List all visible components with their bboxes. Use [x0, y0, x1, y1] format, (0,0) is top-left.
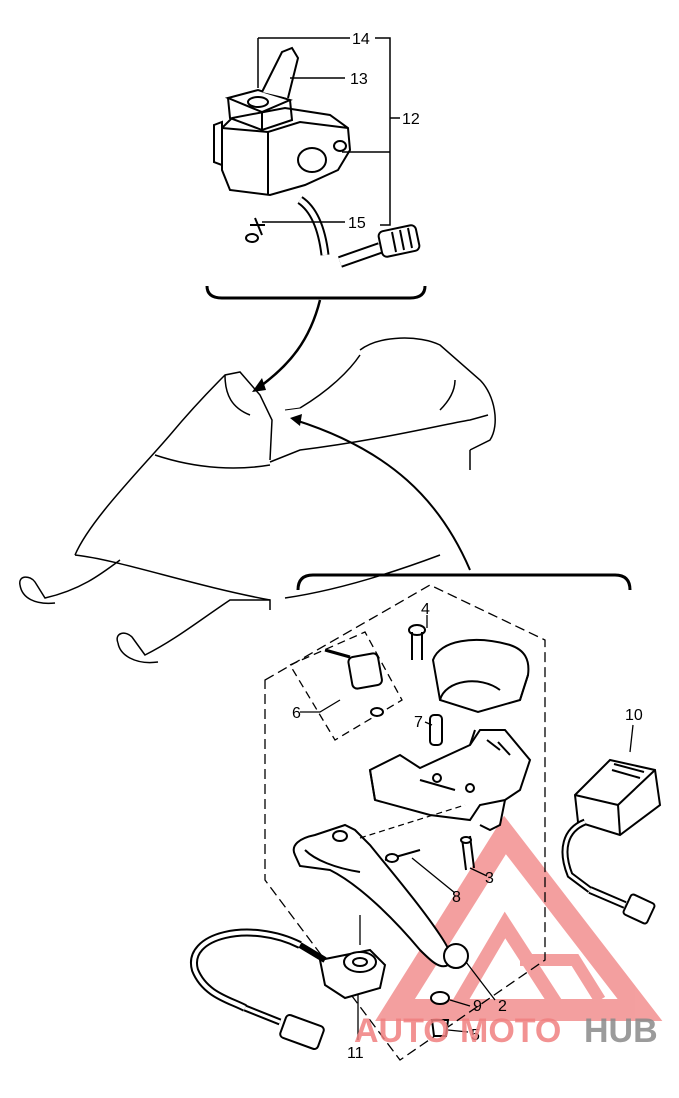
callout-14: 14 — [352, 31, 370, 48]
watermark-hub: HUB — [584, 1012, 658, 1050]
arrow-top-head — [252, 378, 266, 392]
leader-lines-lower — [300, 615, 634, 1040]
callout-9: 9 — [473, 998, 482, 1015]
callout-labels: 14 13 12 15 4 6 7 10 3 8 9 2 5 11 — [292, 31, 643, 1062]
snowmobile-outline — [19, 337, 496, 664]
callout-15: 15 — [348, 215, 366, 232]
watermark-moto: MOTO — [460, 1012, 561, 1050]
dashed-pointer-head — [290, 414, 302, 426]
callout-11: 11 — [347, 1045, 364, 1062]
switch-housing-assembly — [213, 46, 421, 268]
lever-assembly — [190, 584, 662, 1061]
lower-bracket — [296, 573, 632, 591]
callout-5: 5 — [471, 1027, 480, 1044]
watermark-text: AUTO MOTO HUB — [354, 1012, 658, 1050]
dashed-pointer — [294, 419, 471, 571]
callout-8: 8 — [452, 889, 461, 906]
watermark-auto: AUTO — [354, 1012, 450, 1050]
callout-7: 7 — [414, 714, 423, 731]
leader-lines-top — [257, 37, 400, 226]
callout-10: 10 — [625, 707, 643, 724]
callout-3: 3 — [485, 870, 494, 887]
callout-2: 2 — [498, 998, 507, 1015]
top-bracket — [205, 285, 427, 300]
callout-4: 4 — [421, 601, 430, 618]
callout-12: 12 — [402, 111, 420, 128]
arrow-top — [257, 299, 322, 390]
callout-13: 13 — [350, 71, 368, 88]
watermark-logo — [375, 815, 663, 1021]
callout-6: 6 — [292, 705, 301, 722]
